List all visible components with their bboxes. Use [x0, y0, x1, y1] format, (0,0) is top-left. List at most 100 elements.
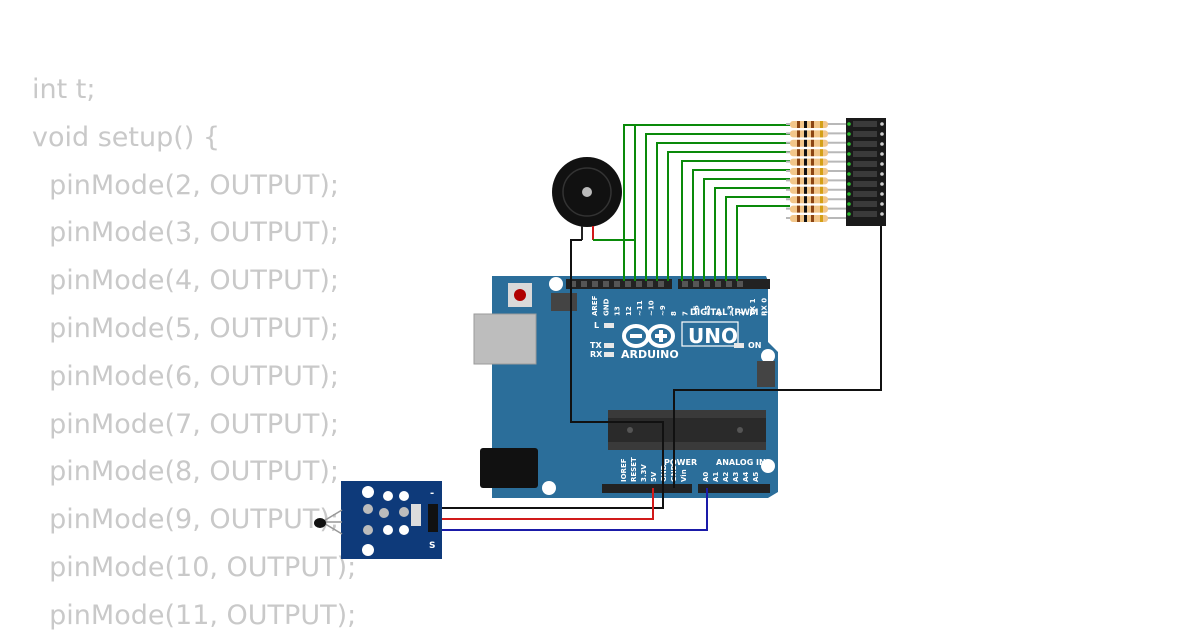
mounting-hole — [761, 349, 775, 363]
resistor-array[interactable] — [786, 121, 848, 222]
resistor-band — [820, 205, 823, 213]
led-pin — [847, 172, 851, 176]
header-pin[interactable] — [704, 281, 710, 287]
piezo-buzzer[interactable] — [552, 157, 622, 240]
resistor-band — [811, 149, 814, 157]
led-pin — [847, 212, 851, 216]
header-pin[interactable] — [647, 281, 653, 287]
wire-analog[interactable] — [441, 488, 708, 531]
code-line: pinMode(10, OUTPUT); — [32, 551, 357, 583]
header-pin[interactable] — [726, 281, 732, 287]
led-segment — [853, 211, 877, 217]
resistor-band — [811, 121, 814, 128]
resistor-band — [804, 177, 807, 185]
led-pin — [880, 122, 884, 126]
pin-label: 12 — [625, 306, 633, 316]
wire-signal[interactable] — [623, 124, 790, 281]
resistor-band — [804, 158, 807, 166]
wire-ground[interactable] — [673, 226, 882, 488]
pin-label: ~11 — [636, 300, 644, 316]
led-segment — [853, 201, 877, 207]
header-pin[interactable] — [625, 281, 631, 287]
resistor-band — [797, 139, 800, 147]
resistor-band — [811, 130, 814, 138]
resistor-band — [811, 205, 814, 213]
header-pin[interactable] — [603, 281, 609, 287]
code-line: pinMode(6, OUTPUT); — [32, 360, 340, 392]
wire-signal[interactable] — [714, 187, 790, 281]
header-pin[interactable] — [693, 281, 699, 287]
code-line: pinMode(11, OUTPUT); — [32, 599, 357, 631]
wire-signal[interactable] — [667, 151, 790, 281]
header-pin[interactable] — [682, 281, 688, 287]
header-pin[interactable] — [570, 281, 576, 287]
led-pin — [847, 142, 851, 146]
pin-label: IOREF — [620, 458, 628, 482]
header-pin[interactable] — [715, 281, 721, 287]
mounting-hole — [761, 459, 775, 473]
header-pin[interactable] — [658, 281, 664, 287]
led-pin — [847, 122, 851, 126]
header-pin[interactable] — [737, 281, 743, 287]
pin-label: A3 — [732, 472, 740, 482]
wire-signal[interactable] — [725, 196, 790, 281]
wire-ground[interactable] — [441, 239, 664, 509]
led-pin — [880, 152, 884, 156]
analog-header-label: ANALOG IN — [716, 458, 766, 467]
temperature-sensor-module[interactable]: - S — [314, 481, 442, 559]
pin-label: TX 1 — [749, 298, 757, 316]
code-editor-text: int t;void setup() { pinMode(2, OUTPUT);… — [32, 66, 356, 640]
wire-signal[interactable] — [645, 133, 790, 281]
resistor-band — [811, 158, 814, 166]
pin-label: Vin — [680, 469, 688, 482]
wire-signal[interactable] — [692, 169, 790, 281]
led-segment — [853, 121, 877, 127]
power-header-label: POWER — [664, 458, 697, 467]
on-led-label: ON — [748, 341, 762, 350]
resistor-band — [797, 177, 800, 185]
wire-power[interactable] — [441, 488, 654, 520]
usb-connector — [473, 313, 537, 365]
pin-label: 5V — [650, 471, 658, 482]
led-bar-graph[interactable] — [846, 118, 886, 226]
resistor-band — [820, 168, 823, 175]
pin-label: A2 — [722, 472, 730, 482]
led-pin — [880, 212, 884, 216]
resistor-band — [811, 168, 814, 175]
wire-signal[interactable] — [736, 205, 790, 281]
header-pin[interactable] — [592, 281, 598, 287]
model-badge — [681, 321, 739, 347]
wire-signal[interactable] — [634, 124, 790, 281]
header-pin[interactable] — [614, 281, 620, 287]
wire-signal[interactable] — [681, 160, 790, 281]
led-segment — [853, 141, 877, 147]
pin-label: ~5 — [704, 305, 712, 316]
resistor-band — [811, 139, 814, 147]
header-pin[interactable] — [636, 281, 642, 287]
header-pin[interactable] — [581, 281, 587, 287]
led-pin — [847, 152, 851, 156]
sensor-pin-signal: S — [429, 541, 435, 551]
arduino-uno-board[interactable]: ARDUINO UNO DIGITAL (PWM ~) POWER ANALOG… — [473, 276, 778, 498]
dc-power-jack — [480, 448, 538, 488]
resistor-band — [820, 149, 823, 157]
code-line: pinMode(8, OUTPUT); — [32, 456, 340, 488]
wire-signal[interactable] — [703, 178, 790, 281]
pin-label: A0 — [702, 472, 710, 482]
wire-signal[interactable] — [656, 142, 790, 281]
resistor-band — [820, 186, 823, 194]
code-line: pinMode(3, OUTPUT); — [32, 217, 340, 249]
board-model: UNO — [688, 324, 738, 348]
led-segment — [853, 131, 877, 137]
led-pin — [847, 192, 851, 196]
code-line: pinMode(5, OUTPUT); — [32, 312, 340, 344]
tx-led-label: TX — [590, 341, 602, 350]
led-segment — [853, 191, 877, 197]
pin-label: ~9 — [659, 305, 667, 316]
pin-label: AREF — [591, 295, 599, 316]
wire-signal[interactable] — [593, 239, 636, 281]
resistor-band — [797, 130, 800, 138]
pin-label: ~6 — [693, 305, 701, 316]
resistor-band — [820, 158, 823, 166]
code-line: int t; — [32, 74, 96, 105]
